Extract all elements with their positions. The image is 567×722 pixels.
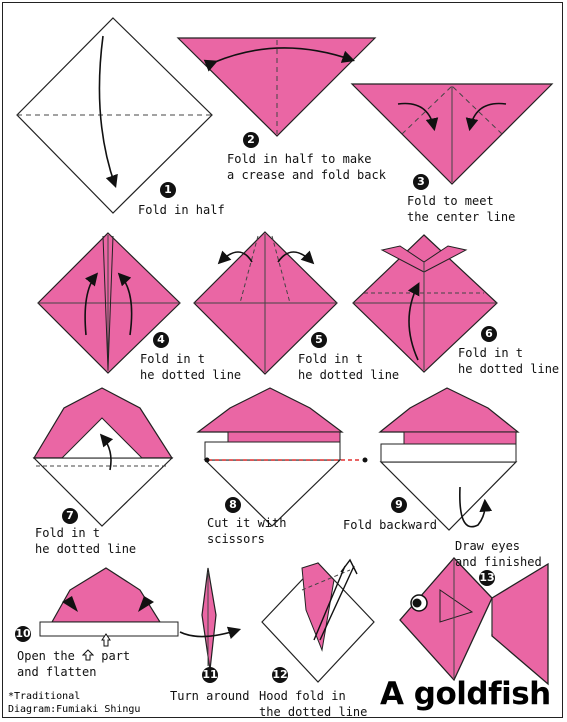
step-7-caption: Fold in t he dotted line bbox=[35, 526, 137, 556]
page-title: A goldfish bbox=[380, 676, 551, 712]
step-12-figure bbox=[261, 558, 375, 683]
credit: *Traditional Diagram:Fumiaki Shingu bbox=[8, 690, 140, 716]
step-number-1: 1 bbox=[160, 182, 176, 198]
step-number-2: 2 bbox=[243, 132, 259, 148]
step-1-caption: Fold in half bbox=[138, 203, 225, 217]
step-number-10: 10 bbox=[15, 626, 31, 642]
step-number-4: 4 bbox=[153, 332, 169, 348]
step-7-figure bbox=[32, 387, 174, 527]
step-10-caption-start: Open the bbox=[17, 649, 83, 663]
step-8-caption: Cut it with scissors bbox=[207, 516, 287, 546]
step-8-figure bbox=[196, 387, 368, 527]
step-9-figure bbox=[378, 387, 520, 531]
step-9-caption: Fold backward bbox=[343, 518, 437, 532]
up-arrow-outline-icon bbox=[81, 649, 95, 661]
step-11-caption: Turn around bbox=[170, 689, 250, 703]
step-1-figure bbox=[16, 17, 213, 214]
step-number-12: 12 bbox=[272, 667, 288, 683]
step-13-caption: Draw eyes and finished bbox=[455, 539, 542, 569]
step-11-figure bbox=[179, 567, 242, 671]
step-12-caption: Hood fold in the dotted line bbox=[259, 689, 368, 719]
step-2-figure bbox=[176, 37, 377, 137]
step-10-caption: Open the part and flatten bbox=[17, 648, 130, 680]
step-6-caption: Fold in t he dotted line bbox=[458, 346, 560, 376]
step-10-caption-end: part and flatten bbox=[17, 649, 131, 679]
step-5-figure bbox=[193, 231, 338, 375]
step-number-7: 7 bbox=[62, 508, 78, 524]
step-number-3: 3 bbox=[413, 174, 429, 190]
step-10-figure bbox=[39, 567, 179, 647]
step-number-11: 11 bbox=[202, 667, 218, 683]
step-4-caption: Fold in t he dotted line bbox=[140, 352, 242, 382]
step-number-13: 13 bbox=[479, 570, 495, 586]
step-13-goldfish-figure bbox=[399, 557, 549, 686]
step-number-8: 8 bbox=[225, 497, 241, 513]
step-3-figure bbox=[350, 83, 554, 185]
step-number-5: 5 bbox=[311, 332, 327, 348]
step-5-caption: Fold in t he dotted line bbox=[298, 352, 400, 382]
step-3-caption: Fold to meet the center line bbox=[407, 194, 516, 224]
step-4-figure bbox=[37, 232, 181, 374]
step-6-figure bbox=[352, 234, 498, 373]
step-2-caption: Fold in half to make a crease and fold b… bbox=[227, 152, 386, 182]
credit-line-2: Diagram:Fumiaki Shingu bbox=[8, 704, 141, 715]
credit-line-1: *Traditional bbox=[8, 691, 81, 702]
step-number-6: 6 bbox=[481, 326, 497, 342]
step-number-9: 9 bbox=[391, 497, 407, 513]
